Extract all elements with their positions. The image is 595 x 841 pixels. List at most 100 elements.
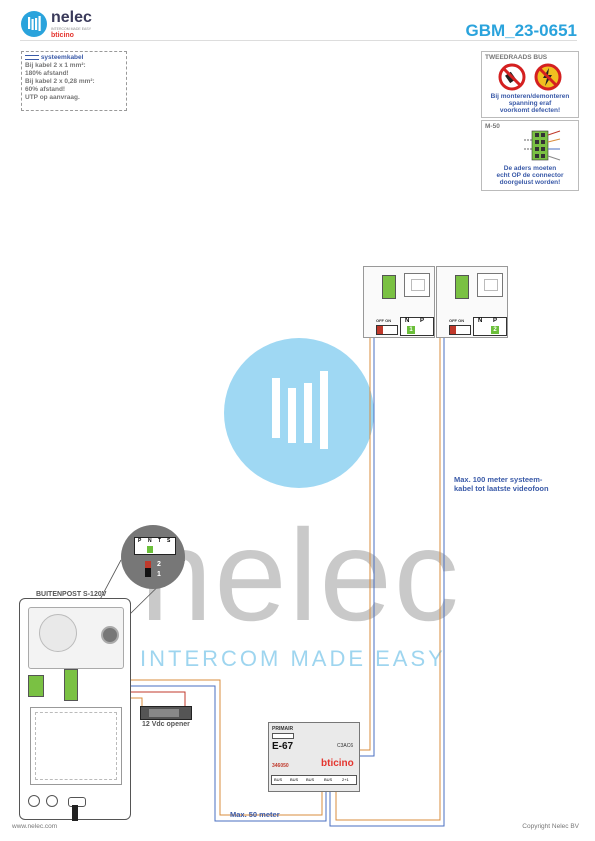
speaker-grille — [28, 607, 124, 669]
partner-brand: bticino — [51, 32, 74, 39]
connector-line: doorgelust worden! — [499, 179, 561, 186]
monitor-switch-label: OFF ON — [376, 318, 392, 323]
station-terminal-block — [64, 669, 78, 701]
connector-text: De aders moeten echt OP de connector doo… — [482, 165, 578, 186]
cable-spec-box: systeemkabel Bij kabel 2 x 1 mm²: 180% a… — [21, 51, 127, 111]
connector-line: De aders moeten — [503, 165, 557, 172]
station-button-icon — [28, 795, 40, 807]
footer-website[interactable]: www.nelec.com — [12, 823, 58, 830]
dip-switch-value: 2 — [157, 561, 161, 568]
brand-name: nelec — [51, 9, 92, 26]
monitor-2: OFF ON N P 2 — [436, 266, 508, 338]
no-unplug-icon — [498, 63, 526, 91]
connector-line: echt OP de connector — [496, 172, 564, 179]
spec-line: 180% afstand! — [25, 70, 69, 77]
psu-code: 346050 — [272, 763, 289, 769]
monitor-terminal-block — [455, 275, 469, 299]
max-station-distance-label: Max. 50 meter — [230, 810, 280, 819]
psu-terminal-strip: BUS BUS BUS BUS 2+1 — [271, 775, 357, 785]
monitor-p-label: P — [420, 318, 425, 324]
max-monitor-line: Max. 100 meter systeem- — [454, 475, 543, 484]
warning-line: spanning eraf — [508, 100, 552, 107]
station-module-frame — [30, 707, 122, 785]
monitor-n-label: N — [405, 318, 410, 324]
watermark-circle — [224, 338, 374, 488]
camera-lens-icon — [101, 626, 119, 644]
psu-terminal-label: BUS — [306, 777, 315, 782]
psu-model: E-67 — [272, 741, 294, 752]
header-divider — [20, 40, 577, 41]
no-power-icon — [534, 63, 562, 91]
connector-note-box: M-50 De aders moeten echt OP de connecto… — [481, 120, 579, 191]
wire-blue-station — [75, 685, 327, 822]
monitor-switch — [449, 325, 471, 335]
max-monitor-distance-label: Max. 100 meter systeem- kabel tot laatst… — [454, 475, 549, 493]
spec-line: 60% afstand! — [25, 86, 66, 93]
psu-brand: bticino — [321, 758, 354, 769]
wire-orange-monitor-1 — [345, 282, 371, 783]
terminal-label: N — [148, 538, 152, 544]
monitor-np-box: N P 1 — [400, 317, 434, 336]
wire-blue-monitor-2 — [329, 282, 445, 827]
psu-terminal-label: 2+1 — [342, 777, 349, 782]
psu-terminal-label: BUS — [324, 777, 333, 782]
warning-text: Bij monteren/demonteren spanning eraf vo… — [482, 93, 578, 114]
nelec-logo-icon — [21, 11, 47, 37]
max-monitor-line: kabel tot laatste videofoon — [454, 484, 549, 493]
outdoor-station-label: BUITENPOST S-120V — [36, 591, 107, 598]
warning-title: TWEEDRAADS BUS — [485, 54, 548, 61]
spec-title: systeemkabel — [40, 54, 84, 61]
monitor-terminal-block — [382, 275, 396, 299]
watermark-logo-icon — [272, 371, 328, 449]
psu-ref: C3AC6 — [337, 743, 354, 749]
magnifier-circle: P N T S 2 1 — [121, 525, 185, 589]
terminal-label: S — [167, 538, 171, 544]
cable-icon — [25, 54, 39, 60]
terminal-label: P — [138, 538, 142, 544]
psu-terminals-top — [272, 733, 294, 739]
terminal-strip: P N T S — [134, 537, 176, 555]
power-supply: PRIMAIR E-67 C3AC6 346050 bticino BUS BU… — [268, 722, 360, 792]
monitor-screen — [404, 273, 430, 297]
terminal-label: T — [158, 538, 162, 544]
brand-logo: nelec INTERCOM MADE EASY bticino — [20, 8, 120, 40]
warning-box: TWEEDRAADS BUS Bij monteren/demonteren s… — [481, 51, 579, 118]
monitor-np-box: N P 2 — [473, 317, 507, 336]
wire-orange-monitor-2 — [335, 282, 441, 821]
station-connector — [28, 675, 44, 697]
footer-copyright: Copyright Nelec BV — [522, 823, 579, 830]
brand-tagline: INTERCOM MADE EASY — [51, 27, 92, 31]
connector-title: M-50 — [485, 123, 500, 130]
doc-id: GBM_23-0651 — [465, 21, 577, 40]
monitor-n-label: N — [478, 318, 483, 324]
dip-switch — [145, 561, 151, 577]
speaker-icon — [39, 614, 77, 652]
warning-line: voorkomt defecten! — [499, 107, 561, 114]
monitor-p-label: P — [493, 318, 498, 324]
spec-line: Bij kabel 2 x 0,28 mm²: — [25, 78, 95, 85]
psu-terminal-label: BUS — [290, 777, 299, 782]
wire-orange-station — [75, 679, 323, 816]
monitor-switch — [376, 325, 398, 335]
outdoor-station — [19, 598, 131, 821]
psu-terminal-label: BUS — [274, 777, 283, 782]
opener-label: 12 Vdc opener — [142, 721, 190, 728]
terminal-green-marker — [147, 546, 153, 553]
monitor-p-value: 2 — [491, 326, 499, 334]
watermark-tagline: INTERCOM MADE EASY — [140, 646, 446, 671]
dip-switch-value: 1 — [157, 571, 161, 578]
wire-blue-monitor-1 — [351, 282, 375, 783]
monitor-screen — [477, 273, 503, 297]
monitor-switch-label: OFF ON — [449, 318, 465, 323]
station-button-icon — [46, 795, 58, 807]
monitor-p-value: 1 — [407, 326, 415, 334]
door-opener — [140, 706, 192, 720]
monitor-1: OFF ON N P 1 — [363, 266, 435, 338]
watermark-brand: nelec — [140, 502, 461, 648]
spec-line: Bij kabel 2 x 1 mm²: — [25, 62, 86, 69]
spec-line: UTP op aanvraag. — [25, 94, 80, 101]
station-cable-exit — [72, 805, 78, 821]
psu-primary-label: PRIMAIR — [272, 726, 294, 732]
connector-icon — [524, 130, 561, 161]
warning-line: Bij monteren/demonteren — [490, 93, 570, 100]
